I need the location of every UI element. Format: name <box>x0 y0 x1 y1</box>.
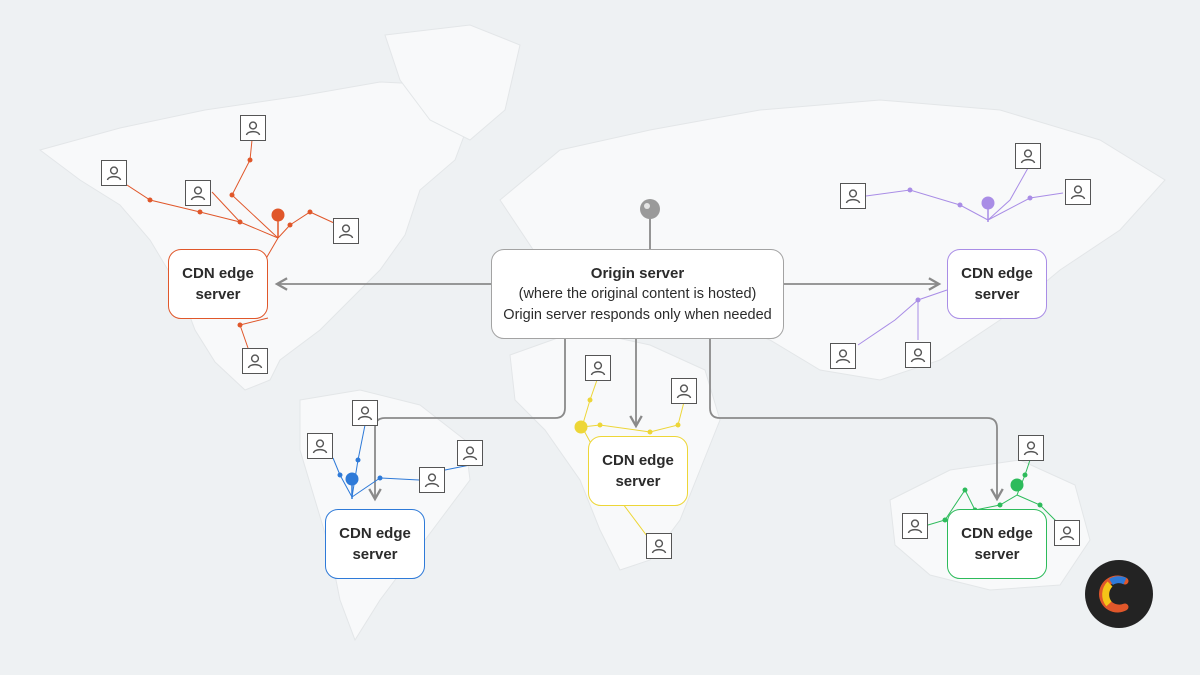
cdn-edge-africa-box: CDN edge server <box>588 436 688 506</box>
origin-line-2: Origin server responds only when needed <box>503 306 772 323</box>
cdn-edge-sa-label: CDN edge server <box>339 525 411 563</box>
user-icon <box>830 343 856 369</box>
user-icon <box>1018 435 1044 461</box>
user-icon <box>646 533 672 559</box>
origin-pin <box>640 199 660 219</box>
user-icon <box>902 513 928 539</box>
greenland-shape <box>384 24 521 141</box>
user-icon <box>585 355 611 381</box>
user-icon <box>352 400 378 426</box>
user-icon <box>242 348 268 374</box>
user-icon <box>185 180 211 206</box>
origin-server-box: Origin server (where the original conten… <box>491 249 784 339</box>
au-pin <box>1010 478 1024 492</box>
user-icon <box>1054 520 1080 546</box>
arrow-to-au <box>709 339 1004 502</box>
user-icon <box>240 115 266 141</box>
cdn-edge-africa-label: CDN edge server <box>602 452 674 490</box>
user-icon <box>840 183 866 209</box>
brand-logo <box>1085 560 1153 628</box>
cdn-edge-na-box: CDN edge server <box>168 249 268 319</box>
user-icon <box>333 218 359 244</box>
cdn-edge-sa-box: CDN edge server <box>325 509 425 579</box>
user-icon <box>101 160 127 186</box>
user-icon <box>1065 179 1091 205</box>
user-icon <box>1015 143 1041 169</box>
user-icon <box>457 440 483 466</box>
user-icon <box>905 342 931 368</box>
origin-line-1: (where the original content is hosted) <box>518 285 757 302</box>
cdn-edge-na-label: CDN edge server <box>182 265 254 303</box>
logo-icon <box>1099 575 1129 613</box>
origin-connections <box>274 218 1004 502</box>
user-icon <box>419 467 445 493</box>
origin-title: Origin server <box>590 264 685 282</box>
cdn-edge-asia-label: CDN edge server <box>961 265 1033 303</box>
cdn-edge-au-box: CDN edge server <box>947 509 1047 579</box>
cdn-edge-au-label: CDN edge server <box>961 525 1033 563</box>
cdn-edge-asia-box: CDN edge server <box>947 249 1047 319</box>
user-icon <box>307 433 333 459</box>
user-icon <box>671 378 697 404</box>
africa-pin <box>574 420 588 434</box>
